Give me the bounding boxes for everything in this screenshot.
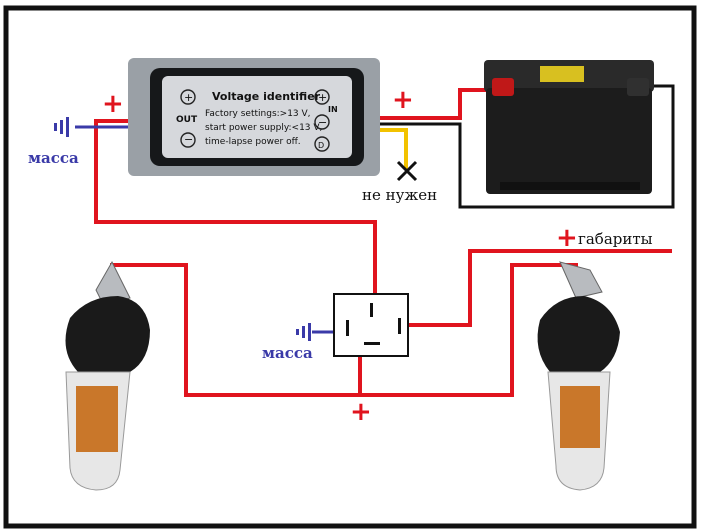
module-d-label: D (318, 141, 324, 150)
cross-icon (396, 160, 418, 182)
ground-icon (54, 117, 69, 137)
left-led-lamp (65, 260, 150, 491)
module-line-2: start power supply:<13 V, (205, 123, 322, 133)
ground-label-top: масса (28, 149, 79, 167)
module-in-label: IN (328, 105, 338, 114)
module-line-3: time-lapse power off. (205, 137, 301, 147)
wire-parking-lights (404, 249, 672, 327)
wire-relay-to-right-lamp (186, 263, 578, 397)
plus-sign-module-in: + (392, 85, 414, 115)
module-out-label: OUT (176, 115, 198, 125)
plus-sign-module-out: + (102, 89, 124, 119)
car-battery (484, 60, 654, 194)
plus-sign-relay-output: + (350, 397, 372, 427)
svg-text:+: + (318, 91, 327, 104)
ground-label-relay: масса (262, 344, 313, 362)
parking-lights-label: габариты (578, 230, 653, 248)
svg-text:−: − (318, 116, 327, 129)
relay-ground-icon (296, 323, 311, 341)
svg-text:+: + (184, 91, 193, 104)
wire-yellow-unused (380, 128, 408, 170)
svg-text:−: − (184, 133, 193, 146)
wire-module-to-battery-negative (380, 84, 675, 209)
wire-in-to-battery (380, 88, 498, 120)
right-led-lamp (537, 261, 620, 491)
module-line-1: Factory settings:>13 V, (205, 109, 311, 119)
wire-out-to-relay (94, 119, 377, 298)
plus-sign-parking: + (556, 223, 578, 253)
diagram-border (3, 5, 697, 529)
relay (333, 293, 409, 357)
module-title: Voltage identifier (212, 90, 321, 103)
not-needed-label: не нужен (362, 186, 437, 204)
voltage-identifier-module: + − + − (128, 58, 380, 176)
